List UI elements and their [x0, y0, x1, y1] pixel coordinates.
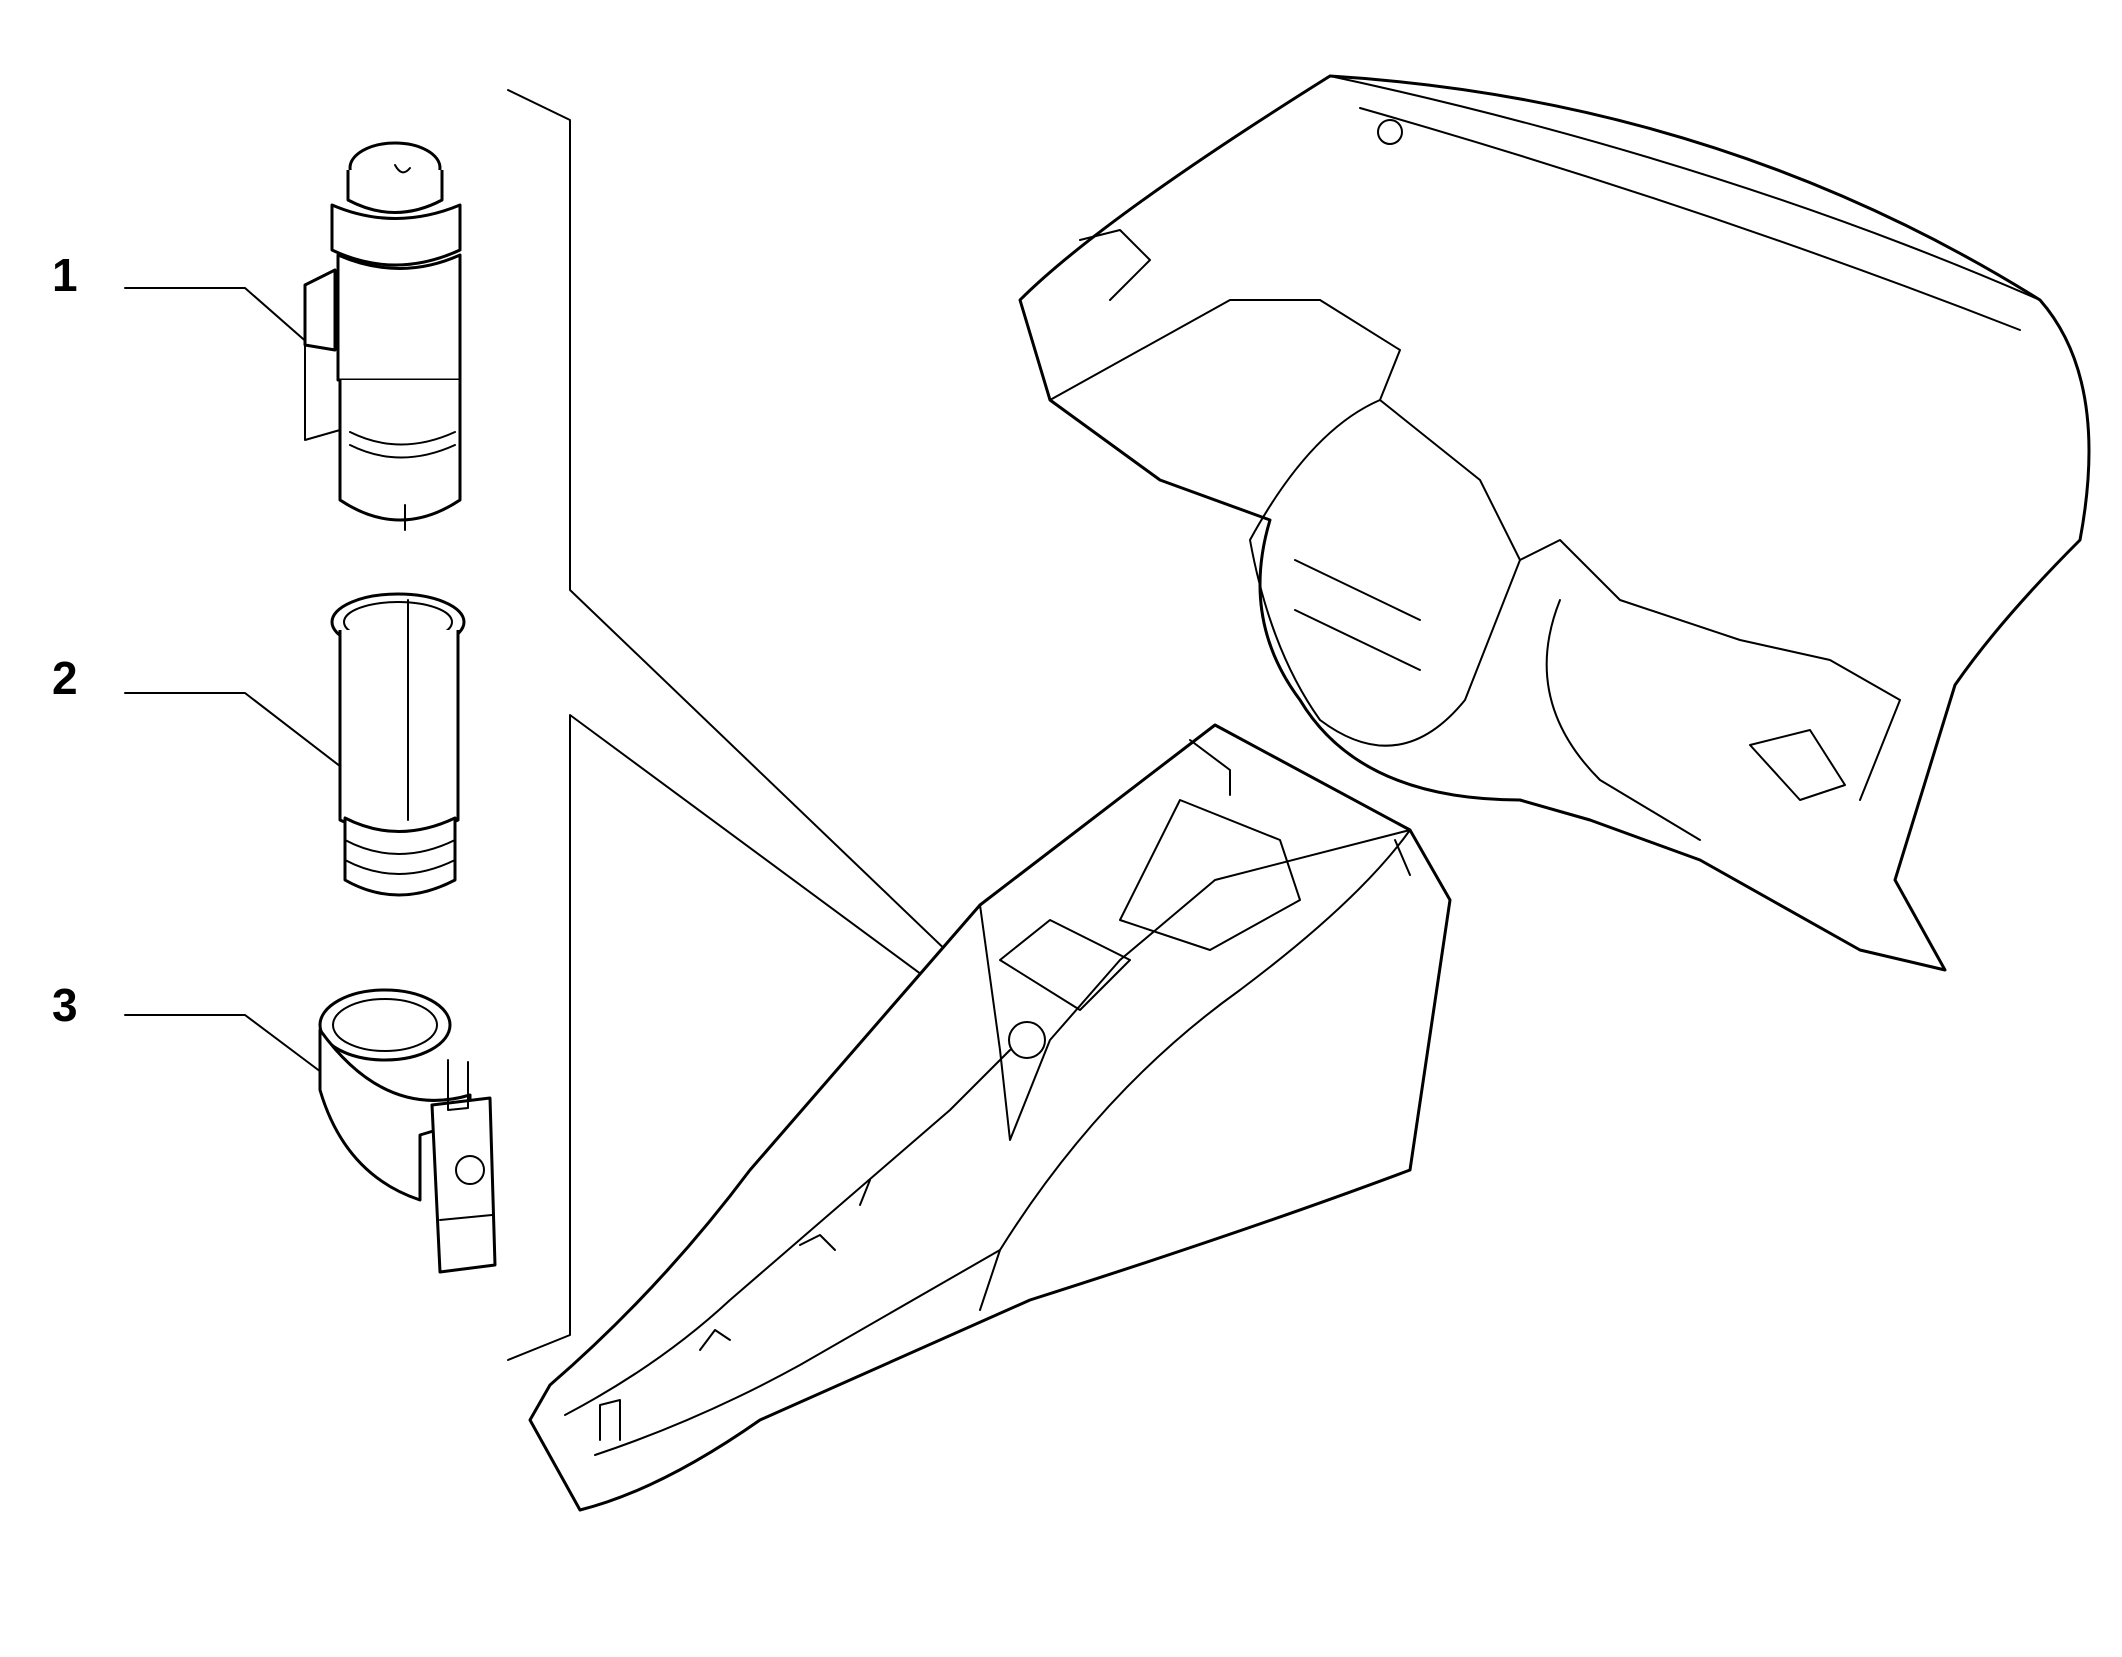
detail-bracket — [507, 89, 1051, 1361]
dashboard-icon — [1018, 74, 2091, 972]
leader-line-1 — [124, 287, 311, 346]
leader-line-3 — [124, 1014, 326, 1076]
bracket-lower — [507, 714, 1041, 1361]
leader-line-2 — [124, 692, 346, 771]
leader-lines — [124, 287, 346, 1076]
callout-label-1: 1 — [52, 249, 78, 301]
bracket-upper — [507, 89, 1051, 1051]
callout-label-2: 2 — [52, 652, 78, 704]
lighter-housing-icon — [318, 988, 497, 1274]
cigarette-lighter-plug-icon — [303, 141, 462, 531]
center-console-icon — [528, 723, 1452, 1512]
lighter-socket-sleeve-icon — [330, 592, 466, 897]
callout-label-3: 3 — [52, 979, 78, 1031]
